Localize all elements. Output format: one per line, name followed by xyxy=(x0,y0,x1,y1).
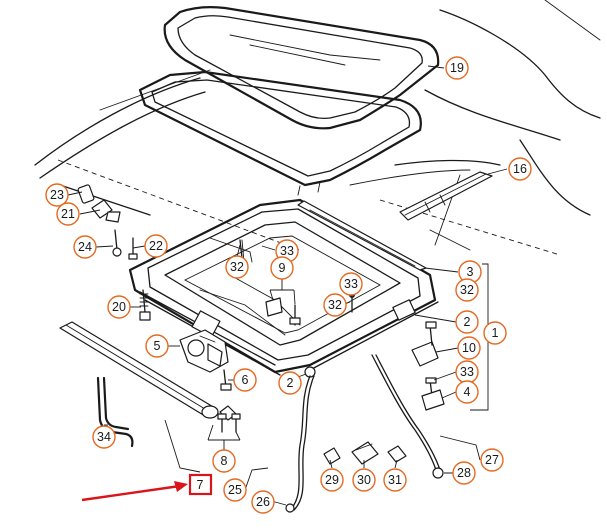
bracket-part-10 xyxy=(411,321,445,411)
svg-text:2: 2 xyxy=(287,376,294,390)
callout-32-left[interactable]: 32 xyxy=(225,255,249,279)
callout-32-mid[interactable]: 32 xyxy=(323,293,347,317)
svg-text:4: 4 xyxy=(464,385,471,399)
callout-4[interactable]: 4 xyxy=(455,380,479,404)
svg-text:23: 23 xyxy=(50,188,64,202)
svg-text:2: 2 xyxy=(464,315,471,329)
callout-9[interactable]: 9 xyxy=(270,256,294,280)
svg-text:21: 21 xyxy=(61,207,75,221)
callout-22[interactable]: 22 xyxy=(144,234,168,258)
screw-part-24 xyxy=(112,229,138,260)
callout-30[interactable]: 30 xyxy=(352,468,376,492)
callout-32-right[interactable]: 32 xyxy=(455,278,479,302)
svg-text:1: 1 xyxy=(492,326,499,340)
callout-25[interactable]: 25 xyxy=(223,478,247,502)
callout-2-right[interactable]: 2 xyxy=(455,310,479,334)
svg-text:32: 32 xyxy=(328,298,342,312)
svg-text:25: 25 xyxy=(228,483,242,497)
svg-text:16: 16 xyxy=(513,162,527,176)
svg-text:22: 22 xyxy=(149,239,163,253)
callout-2-lower[interactable]: 2 xyxy=(278,371,302,395)
callout-23[interactable]: 23 xyxy=(45,183,69,207)
svg-text:27: 27 xyxy=(485,453,499,467)
bolt-part-20 xyxy=(139,289,151,321)
callout-27[interactable]: 27 xyxy=(480,448,504,472)
callout-34[interactable]: 34 xyxy=(92,425,116,449)
seal-frame xyxy=(138,70,422,196)
svg-text:9: 9 xyxy=(279,261,286,275)
svg-text:34: 34 xyxy=(97,430,111,444)
callout-29[interactable]: 29 xyxy=(320,468,344,492)
callout-33-mid[interactable]: 33 xyxy=(339,272,363,296)
motor-part-5 xyxy=(179,329,229,373)
svg-text:29: 29 xyxy=(325,473,339,487)
svg-text:8: 8 xyxy=(221,454,228,468)
clip-part-9 xyxy=(265,297,301,326)
svg-text:7: 7 xyxy=(197,478,204,492)
screw-part-8 xyxy=(217,413,241,433)
svg-text:3: 3 xyxy=(467,265,474,279)
svg-text:20: 20 xyxy=(112,300,126,314)
svg-text:26: 26 xyxy=(256,495,270,509)
drive-cable-25 xyxy=(285,375,315,513)
clip-part-29 xyxy=(323,447,341,465)
svg-text:32: 32 xyxy=(230,260,244,274)
svg-text:30: 30 xyxy=(357,473,371,487)
svg-text:5: 5 xyxy=(154,339,161,353)
svg-text:31: 31 xyxy=(388,473,402,487)
callout-8[interactable]: 8 xyxy=(212,449,236,473)
clip-part-31 xyxy=(387,445,407,463)
callout-10[interactable]: 10 xyxy=(457,336,481,360)
svg-text:19: 19 xyxy=(450,61,464,75)
callout-20[interactable]: 20 xyxy=(107,295,131,319)
callout-19[interactable]: 19 xyxy=(445,56,469,80)
highlight-arrow xyxy=(81,481,188,502)
clip-part-30 xyxy=(351,441,379,465)
drive-cable-27 xyxy=(371,354,444,479)
svg-text:32: 32 xyxy=(460,283,474,297)
callout-5[interactable]: 5 xyxy=(145,334,169,358)
svg-text:24: 24 xyxy=(78,240,92,254)
wind-deflector xyxy=(399,171,493,221)
svg-text:33: 33 xyxy=(344,277,358,291)
clip-part-23 xyxy=(77,184,121,223)
callout-26[interactable]: 26 xyxy=(251,490,275,514)
svg-text:33: 33 xyxy=(280,244,294,258)
highlighted-callout-7[interactable]: 7 xyxy=(188,473,213,496)
screw-part-6 xyxy=(220,369,232,391)
sunroof-frame xyxy=(128,198,439,376)
callout-21[interactable]: 21 xyxy=(56,202,80,226)
callout-16[interactable]: 16 xyxy=(508,157,532,181)
svg-text:10: 10 xyxy=(462,341,476,355)
callout-28[interactable]: 28 xyxy=(452,461,476,485)
callout-1[interactable]: 1 xyxy=(483,321,507,345)
svg-text:6: 6 xyxy=(242,373,249,387)
svg-text:33: 33 xyxy=(460,365,474,379)
callout-6[interactable]: 6 xyxy=(233,368,257,392)
glass-panel xyxy=(163,6,440,130)
callout-24[interactable]: 24 xyxy=(73,235,97,259)
svg-text:28: 28 xyxy=(457,466,471,480)
callout-31[interactable]: 31 xyxy=(383,468,407,492)
callout-33-right[interactable]: 33 xyxy=(455,360,479,384)
